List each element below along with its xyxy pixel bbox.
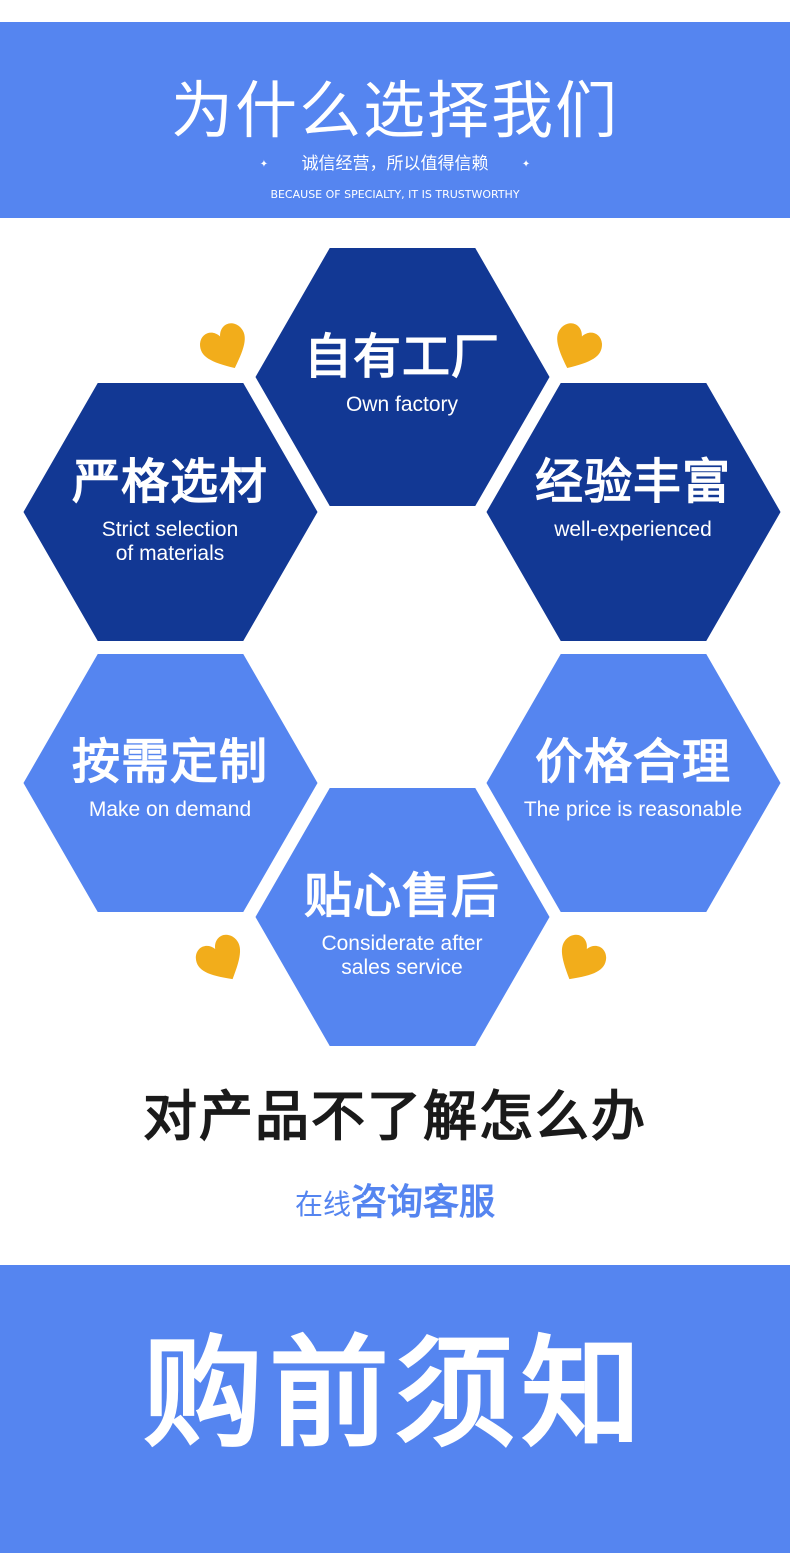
feature-subtitle: The price is reasonable: [523, 798, 743, 821]
heart-icon: [200, 323, 245, 369]
hex-well-experienced: [479, 377, 788, 647]
feature-after-sales: 贴心售后 Considerate after sales service: [252, 872, 552, 980]
feature-subtitle: Considerate after sales service: [321, 932, 483, 979]
notice-banner: 购前须知: [0, 1265, 790, 1553]
feature-title: 贴心售后: [303, 868, 500, 924]
consult-main: 咨询客服: [351, 1182, 496, 1223]
feature-subtitle: Own factory: [345, 393, 459, 416]
notice-title: 购前须知: [143, 1325, 647, 1464]
sparkle-icon: ✦: [521, 158, 531, 170]
question-heading: 对产品不了解怎么办: [143, 1085, 647, 1148]
header-banner: 为什么选择我们 ✦ 诚信经营，所以值得信赖 ✦ BECAUSE OF SPECI…: [0, 22, 790, 218]
feature-subtitle: Make on demand: [88, 798, 252, 821]
feature-reasonable-price: 价格合理 The price is reasonable: [483, 738, 783, 822]
consult-prefix: 在线: [294, 1188, 351, 1221]
feature-title: 自有工厂: [303, 329, 500, 385]
heart-icon: [561, 934, 607, 980]
hex-reasonable-price: [479, 648, 788, 918]
feature-make-on-demand: 按需定制 Make on demand: [20, 738, 320, 822]
page-title: 为什么选择我们: [170, 74, 619, 147]
feature-subtitle: Strict selection of materials: [101, 518, 239, 565]
hex-own-factory: [248, 242, 557, 512]
feature-own-factory: 自有工厂 Own factory: [252, 333, 552, 417]
hex-after-sales: [248, 782, 557, 1052]
feature-subtitle: well-experienced: [554, 518, 712, 541]
heart-icon: [195, 934, 241, 980]
hex-make-on-demand: [16, 648, 325, 918]
sparkle-icon: ✦: [259, 158, 269, 170]
heart-icon: [557, 323, 602, 369]
feature-honeycomb: 自有工厂 Own factory 严格选材 Strict selection o…: [0, 240, 790, 1060]
english-tagline: BECAUSE OF SPECIALTY, IT IS TRUSTWORTHY: [270, 188, 520, 201]
subtitle-row: ✦ 诚信经营，所以值得信赖 ✦: [0, 156, 790, 174]
feature-title: 严格选材: [71, 454, 268, 510]
feature-title: 按需定制: [71, 734, 268, 790]
hex-strict-selection: [16, 377, 325, 647]
feature-strict-selection: 严格选材 Strict selection of materials: [20, 458, 320, 566]
consult-service-link[interactable]: 在线咨询客服: [0, 1185, 790, 1221]
honeycomb-graphic: [16, 242, 788, 1052]
feature-title: 价格合理: [534, 734, 731, 790]
feature-title: 经验丰富: [534, 454, 731, 510]
page-subtitle: 诚信经营，所以值得信赖: [301, 154, 489, 174]
feature-well-experienced: 经验丰富 well-experienced: [483, 458, 783, 542]
